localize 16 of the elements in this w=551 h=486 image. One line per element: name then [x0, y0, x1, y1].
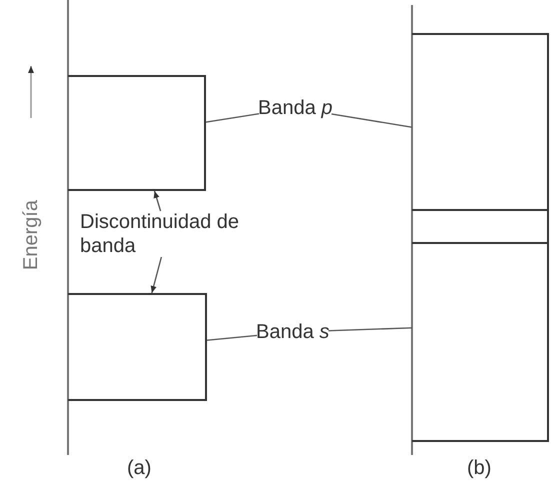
leader-line [206, 113, 260, 123]
band-box [68, 293, 207, 401]
band-box [68, 75, 206, 191]
band-label: Banda s [256, 320, 330, 344]
band-box [412, 33, 549, 244]
band-label: Discontinuidad de banda [80, 210, 255, 258]
arrow [150, 256, 162, 294]
leader-line [331, 113, 412, 128]
band-box [412, 209, 549, 442]
leader-line [328, 327, 412, 332]
arrow [154, 190, 162, 212]
panel-label: (b) [467, 456, 492, 480]
panel-label: (a) [127, 456, 152, 480]
leader-line [206, 334, 258, 341]
axis-label: Energía [19, 200, 43, 270]
band-label: Banda p [258, 96, 333, 120]
